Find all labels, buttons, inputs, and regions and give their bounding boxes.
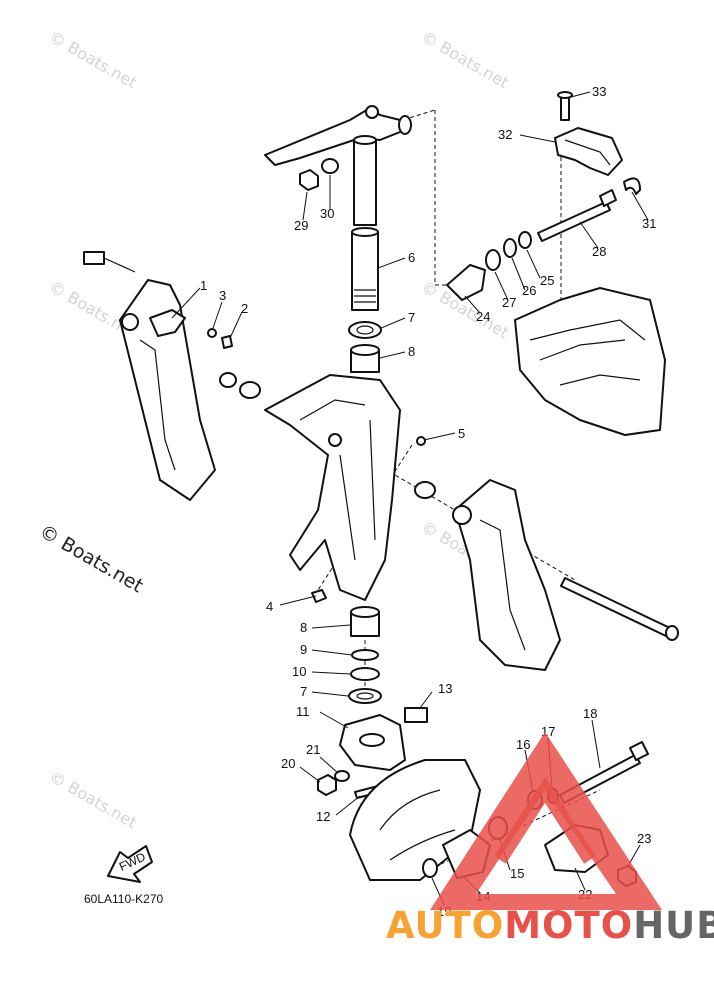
callout-33: 33: [592, 84, 606, 99]
callout-13: 13: [438, 681, 452, 696]
steering-shaft-lower: [351, 231, 379, 311]
part-32-mount-bracket: [554, 127, 623, 176]
callout-11: 11: [296, 704, 310, 719]
part-28-through-bolt: [537, 201, 611, 242]
steering-shaft-lower-top: [351, 227, 379, 237]
callout-26: 26: [522, 283, 536, 298]
automotohub-logo: AUTOMOTOHUB: [386, 732, 714, 947]
part-27-collar: [485, 249, 501, 271]
logo-text: AUTOMOTOHUB: [386, 904, 714, 947]
callout-32: 32: [498, 127, 512, 142]
callout-7a: 7: [408, 310, 415, 325]
swivel-bracket: [219, 372, 436, 603]
callout-25: 25: [540, 273, 554, 288]
leader-lines: [171, 91, 649, 906]
callout-20: 20: [281, 756, 295, 771]
part-31-clip: [623, 177, 641, 195]
callout-6: 6: [408, 250, 415, 265]
part-26-washer: [503, 238, 517, 258]
fwd-arrow: FWD: [107, 845, 153, 883]
callout-8b: 8: [300, 620, 307, 635]
part-29-nut: [299, 169, 319, 191]
left-clamp-bracket: [83, 251, 233, 501]
steering-arm: [264, 107, 406, 166]
part-7-seal-lower: [348, 688, 382, 704]
right-clamp-bracket: [452, 479, 679, 671]
logo-text-auto: AUTO: [386, 904, 504, 947]
watermark-top-right: © Boats.net: [418, 27, 512, 92]
steering-shaft-upper: [353, 139, 377, 226]
callout-2: 2: [241, 301, 248, 316]
callout-16: 16: [516, 737, 530, 752]
part-5-grease-nipple: [416, 436, 426, 446]
callout-1: 1: [200, 278, 207, 293]
watermark-main: © Boats.net: [36, 520, 147, 597]
clamp-bracket-right: [454, 479, 561, 671]
callout-30: 30: [320, 206, 334, 221]
callout-27: 27: [502, 295, 516, 310]
part-21-washer: [334, 770, 350, 782]
callout-28: 28: [592, 244, 606, 259]
callout-23: 23: [637, 831, 651, 846]
part-24-mount-rubber: [446, 264, 486, 301]
watermark-bottom-left: © Boats.net: [46, 767, 140, 832]
callout-18: 18: [583, 706, 597, 721]
part-9-o-ring: [351, 649, 379, 661]
wire-connector: [83, 251, 105, 265]
callout-24: 24: [476, 309, 490, 324]
callout-8a: 8: [408, 344, 415, 359]
logo-text-hub: HUB: [633, 904, 714, 947]
tilt-ring-left: [219, 372, 237, 388]
swivel-bracket-body: [264, 374, 401, 601]
callout-3: 3: [219, 288, 226, 303]
part-20-nut: [317, 774, 337, 796]
part-13-block: [404, 707, 428, 723]
callout-10: 10: [292, 664, 306, 679]
steering-arm-boss: [365, 105, 379, 119]
tilt-tube-collar-left: [239, 381, 261, 399]
callout-15: 15: [510, 866, 524, 881]
watermarks: © Boats.net © Boats.net © Boats.net © Bo…: [36, 27, 513, 832]
callout-5: 5: [458, 426, 465, 441]
callout-12: 12: [316, 809, 330, 824]
callout-4: 4: [266, 599, 273, 614]
logo-text-moto: MOTO: [504, 904, 633, 947]
callout-21: 21: [306, 742, 320, 757]
watermark-top-left: © Boats.net: [46, 27, 140, 92]
part-3-washer: [207, 328, 217, 338]
callouts: 1 3 2 4 5 6 7 8 8 9 10 7 11 12 13 14 15 …: [200, 84, 656, 919]
steering-arm-end: [398, 115, 412, 135]
engine-upper-case: [514, 287, 666, 436]
callout-31: 31: [642, 216, 656, 231]
steering-shaft-top: [353, 135, 377, 145]
clamp-bracket-left: [119, 279, 216, 501]
upper-mount-assembly: [446, 91, 666, 436]
tilt-tube-bolt: [560, 577, 671, 637]
callout-9: 9: [300, 642, 307, 657]
steering-shaft-assembly: [264, 105, 412, 311]
part-7-seal-upper: [348, 321, 382, 339]
logo-triangle: [430, 732, 662, 910]
callout-7b: 7: [300, 684, 307, 699]
part-2-screw: [221, 335, 233, 349]
part-10-washer: [350, 667, 380, 681]
part-1-trim-sensor: [149, 309, 186, 337]
part-25-washer: [518, 231, 532, 249]
tilt-bushing-right: [414, 481, 436, 499]
shaft-bushings: [348, 321, 382, 704]
callout-29: 29: [294, 218, 308, 233]
part-30-washer: [321, 158, 339, 174]
part-4-bolt: [311, 589, 327, 603]
part-19-washer: [422, 858, 438, 878]
diagram-code: 60LA110-K270: [84, 892, 164, 906]
